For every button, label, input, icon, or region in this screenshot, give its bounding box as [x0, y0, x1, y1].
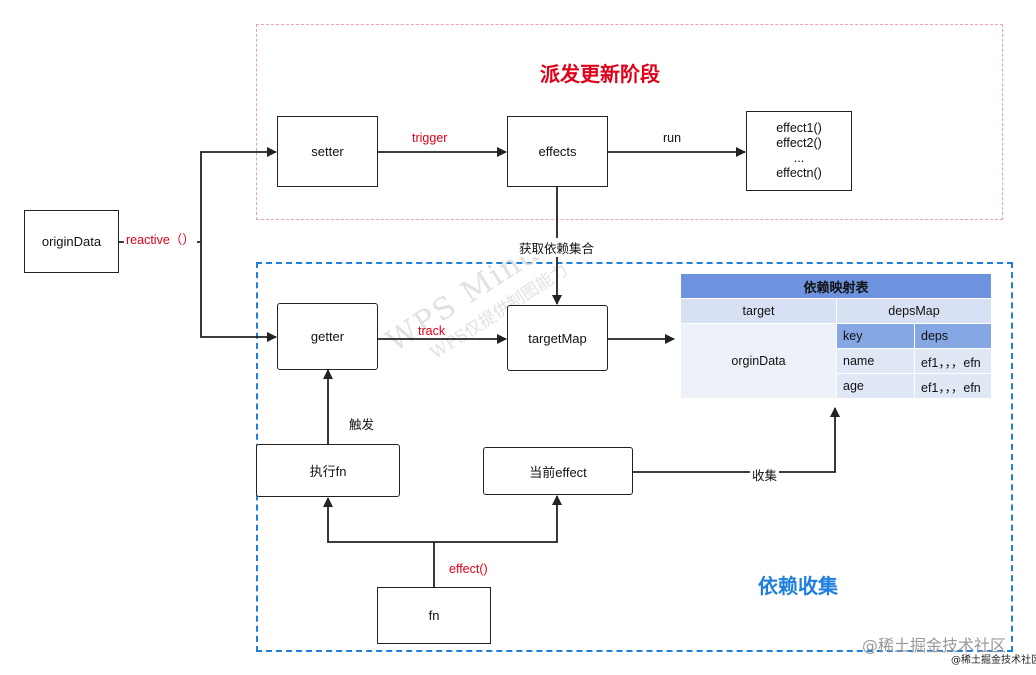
- effect-call-label: effect(): [449, 562, 488, 576]
- current-effect-label: 当前effect: [529, 464, 587, 480]
- edge-fn-to-effect: [434, 495, 562, 543]
- effect-item: ...: [793, 151, 805, 165]
- run-label: run: [663, 131, 682, 145]
- reactive-label: reactive（）: [124, 229, 197, 248]
- table-header-target: target: [680, 298, 837, 324]
- effect-item: effectn(): [776, 166, 822, 180]
- track-label: track: [418, 324, 446, 338]
- table-target-value: orginData: [680, 323, 837, 399]
- origin-data-label: originData: [41, 234, 102, 249]
- dependency-mapping-table: 依赖映射表 target depsMap orginData key deps …: [680, 273, 992, 399]
- table-header-depsmap: depsMap: [836, 298, 992, 324]
- fire-label: 触发: [349, 418, 375, 432]
- edge-collect: [633, 407, 840, 473]
- exec-fn-node: 执行fn: [256, 444, 400, 497]
- getter-label: getter: [310, 329, 345, 344]
- collect-label: 收集: [750, 465, 780, 484]
- exec-fn-label: 执行fn: [309, 464, 347, 479]
- effects-node: effects: [507, 116, 608, 187]
- fn-label: fn: [428, 608, 440, 623]
- edge-fn-to-exec: [323, 497, 434, 543]
- table-cell-key: age: [836, 373, 915, 399]
- footer-brand: @稀土掘金技术社区: [862, 636, 1007, 655]
- effect-list-node: effect1() effect2() ... effectn(): [746, 111, 852, 191]
- target-map-label: targetMap: [528, 330, 587, 346]
- get-deps-label: 获取依赖集合: [517, 238, 597, 257]
- effects-label: effects: [538, 144, 577, 159]
- fn-node: fn: [377, 587, 491, 644]
- dispatch-region-title: 派发更新阶段: [540, 62, 660, 86]
- setter-node: setter: [277, 116, 378, 187]
- table-inner-header-deps: deps: [914, 323, 992, 349]
- dispatch-update-region: [256, 24, 1003, 220]
- effect-item: effect1(): [776, 121, 822, 135]
- table-cell-key: name: [836, 348, 915, 374]
- table-cell-deps: ef1，，，efn: [914, 348, 992, 374]
- table-cell-deps: ef1，，，efn: [914, 373, 992, 399]
- table-inner-header-key: key: [836, 323, 915, 349]
- origin-data-node: originData: [24, 210, 119, 273]
- collect-region-title: 依赖收集: [758, 574, 838, 598]
- footer-brand-small: @稀土掘金技术社区: [951, 655, 1036, 666]
- trigger-label: trigger: [412, 131, 448, 145]
- current-effect-node: 当前effect: [483, 447, 633, 495]
- getter-node: getter: [277, 303, 378, 370]
- effect-item: effect2(): [776, 136, 822, 150]
- edge-to-setter: [200, 147, 277, 242]
- setter-label: setter: [311, 144, 344, 159]
- table-row: name ef1，，，efn: [681, 348, 992, 374]
- table-row: age ef1，，，efn: [681, 373, 992, 399]
- edge-to-getter: [200, 242, 277, 342]
- table-title: 依赖映射表: [680, 273, 992, 299]
- target-map-node: targetMap: [507, 305, 608, 371]
